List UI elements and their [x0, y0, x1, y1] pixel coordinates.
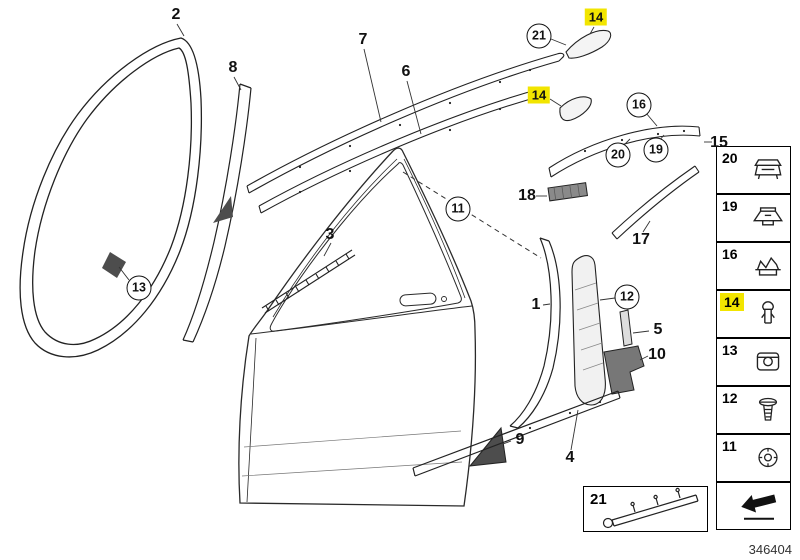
screw-icon — [749, 395, 787, 428]
callout-8[interactable]: 8 — [228, 59, 238, 76]
callout-9[interactable]: 9 — [515, 431, 525, 448]
sidebar-item-11[interactable]: 11 — [716, 434, 791, 482]
quarter-window-lower-trim — [611, 165, 700, 240]
sidebar-item-20[interactable]: 20 — [716, 146, 791, 194]
sidebar-callout-14: 14 — [720, 293, 744, 311]
callout-6[interactable]: 6 — [401, 63, 411, 80]
b-pillar-trim — [571, 255, 606, 406]
callout-4[interactable]: 4 — [565, 449, 575, 466]
outer-belt-strip — [412, 390, 621, 477]
callout-1[interactable]: 1 — [531, 296, 541, 313]
nut-clip-icon — [749, 347, 787, 380]
sidebar-item-12[interactable]: 12 — [716, 386, 791, 434]
expanding-rivet-icon — [749, 299, 787, 332]
callout-5[interactable]: 5 — [653, 321, 663, 338]
sidebar-callout-13: 13 — [722, 342, 738, 358]
bracket-18 — [547, 182, 589, 202]
sidebar-callout-19: 19 — [722, 198, 738, 214]
callout-12[interactable]: 12 — [614, 284, 640, 310]
sidebar-item-14[interactable]: 14 — [716, 290, 791, 338]
callout-16[interactable]: 16 — [626, 92, 652, 118]
callout-11[interactable]: 11 — [445, 196, 471, 222]
door-handle — [399, 292, 437, 307]
callout-18[interactable]: 18 — [518, 187, 536, 204]
callout-19[interactable]: 19 — [643, 137, 669, 163]
window-slot-seal — [261, 249, 356, 314]
drawing-number: 346404 — [748, 542, 792, 557]
legend-rail-21 — [602, 487, 699, 529]
door-panel — [238, 147, 477, 507]
callout-14-top[interactable]: 14 — [584, 8, 608, 26]
sidebar-item-arrow[interactable] — [716, 482, 791, 530]
rear-window-channel — [509, 237, 561, 429]
door-aperture-seal — [19, 37, 202, 358]
sidebar-item-13[interactable]: 13 — [716, 338, 791, 386]
callout-17[interactable]: 17 — [632, 231, 650, 248]
dashed-leader-11 — [402, 171, 542, 259]
callout-10[interactable]: 10 — [648, 346, 666, 363]
direction-arrow-icon — [736, 490, 780, 527]
callout-14-mid[interactable]: 14 — [527, 86, 551, 104]
sidebar-item-16[interactable]: 16 — [716, 242, 791, 290]
seal-clip-13 — [102, 252, 126, 278]
window-frame-seal — [182, 83, 252, 343]
clip-icon — [749, 203, 787, 236]
frame-corner-piece — [213, 196, 233, 223]
leader-lines — [118, 23, 712, 451]
callout-21-top[interactable]: 21 — [526, 23, 552, 49]
strip-5 — [619, 309, 633, 347]
callout-13[interactable]: 13 — [126, 275, 152, 301]
callout-2[interactable]: 2 — [171, 6, 181, 23]
callout-20[interactable]: 20 — [605, 142, 631, 168]
bracket-10 — [603, 345, 645, 395]
clamp-icon — [749, 155, 787, 188]
spring-clip-icon — [749, 251, 787, 284]
moulding-end-caps — [559, 29, 612, 122]
sidebar-item-19[interactable]: 19 — [716, 194, 791, 242]
callout-15[interactable]: 15 — [710, 134, 728, 151]
sidebar-callout-20: 20 — [722, 150, 738, 166]
sidebar-callout-12: 12 — [722, 390, 738, 406]
sidebar-callout-16: 16 — [722, 246, 738, 262]
quarter-window-upper-trim — [548, 125, 701, 178]
legend-callout-21[interactable]: 21 — [590, 491, 607, 508]
grommet-icon — [749, 443, 787, 476]
mirror-triangle-seal — [468, 426, 507, 467]
callout-3[interactable]: 3 — [325, 226, 335, 243]
callout-7[interactable]: 7 — [358, 31, 368, 48]
legend-box-21[interactable] — [583, 486, 708, 532]
sidebar-callout-11: 11 — [722, 438, 737, 454]
